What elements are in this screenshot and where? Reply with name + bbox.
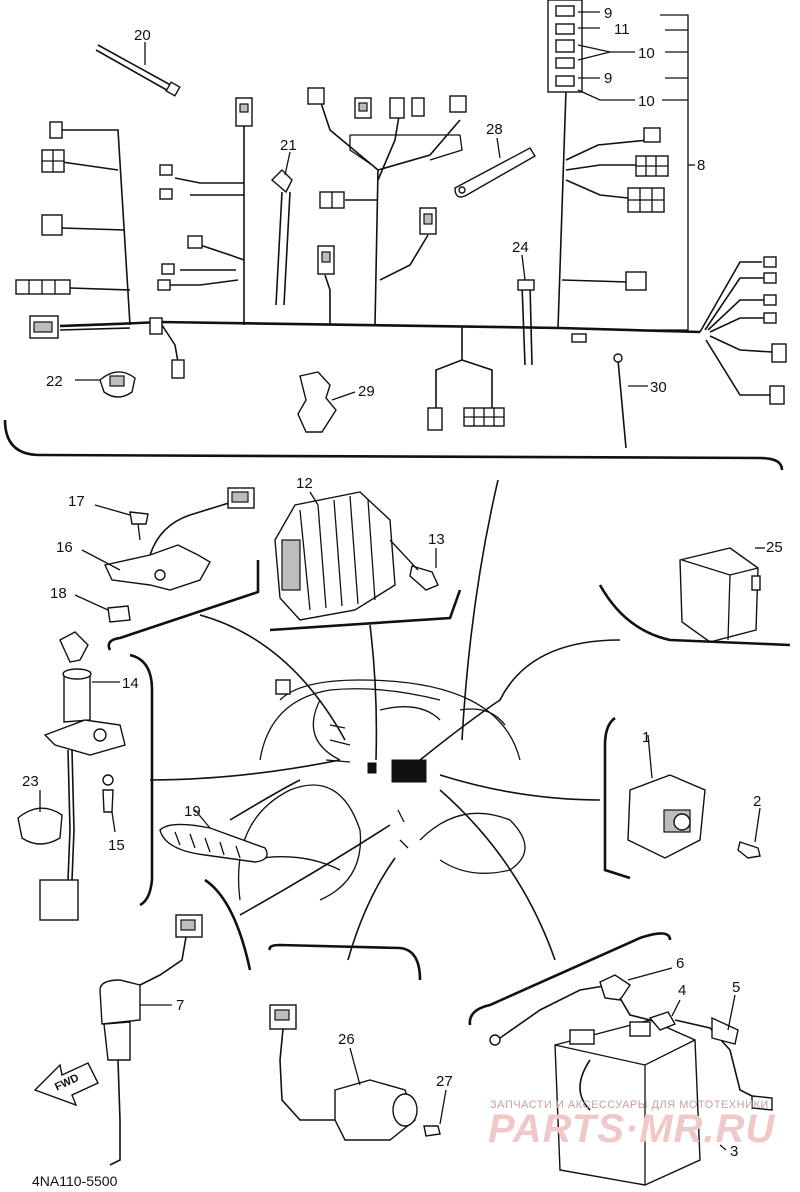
callout-10b: 10	[638, 93, 655, 110]
part-group-14-15-23	[17, 631, 154, 921]
callout-23: 23	[22, 773, 39, 790]
watermark-tagline: ЗАПЧАСТИ И АКСЕССУАРЫ ДЛЯ МОТОТЕХНИКИ	[490, 1099, 769, 1111]
callout-14: 14	[122, 675, 139, 692]
callout-29: 29	[358, 383, 375, 400]
part-19	[159, 809, 268, 863]
forward-arrow	[33, 1062, 99, 1107]
callout-30: 30	[650, 379, 667, 396]
callout-11: 11	[614, 21, 630, 38]
callout-7: 7	[176, 997, 184, 1014]
diagram-code: 4NA110-5500	[32, 1173, 118, 1189]
callout-28: 28	[486, 121, 503, 138]
part-25-relay	[598, 547, 791, 647]
wire-harness	[15, 0, 787, 449]
part-group-1-2	[603, 716, 761, 880]
callout-3: 3	[730, 1143, 738, 1160]
callout-20: 20	[134, 27, 151, 44]
callout-12: 12	[296, 475, 313, 492]
callout-13: 13	[428, 531, 445, 548]
callout-2: 2	[753, 793, 761, 810]
part-group-26-27	[268, 943, 447, 1141]
callout-9b: 9	[604, 70, 612, 87]
callout-6: 6	[676, 955, 684, 972]
pointer-lines	[149, 479, 621, 961]
callout-10a: 10	[638, 45, 655, 62]
callout-15: 15	[108, 837, 125, 854]
watermark-logo: PARTS·MR.RU	[488, 1107, 775, 1151]
callout-9a: 9	[604, 5, 612, 22]
part-group-12-13	[269, 491, 462, 632]
callout-16: 16	[56, 539, 73, 556]
callout-22: 22	[46, 373, 63, 390]
callout-21: 21	[280, 137, 297, 154]
callout-19: 19	[184, 803, 201, 820]
callout-25: 25	[766, 539, 783, 556]
callout-27: 27	[436, 1073, 453, 1090]
callout-17: 17	[68, 493, 85, 510]
callout-5: 5	[732, 979, 740, 996]
harness-brace	[3, 419, 784, 471]
callout-1: 1	[642, 729, 650, 746]
part-7	[99, 878, 252, 1166]
callout-24: 24	[512, 239, 529, 256]
callouts: 1 2 3 4 5 6 7 8 9 11 10 9 10 12 13 14 15…	[22, 5, 783, 1160]
part-group-battery	[468, 932, 773, 1186]
callout-4: 4	[678, 982, 686, 999]
callout-26: 26	[338, 1031, 355, 1048]
motorcycle-outline	[237, 679, 526, 901]
part-group-16-18	[74, 487, 260, 651]
callout-18: 18	[50, 585, 67, 602]
callout-8: 8	[697, 157, 705, 174]
